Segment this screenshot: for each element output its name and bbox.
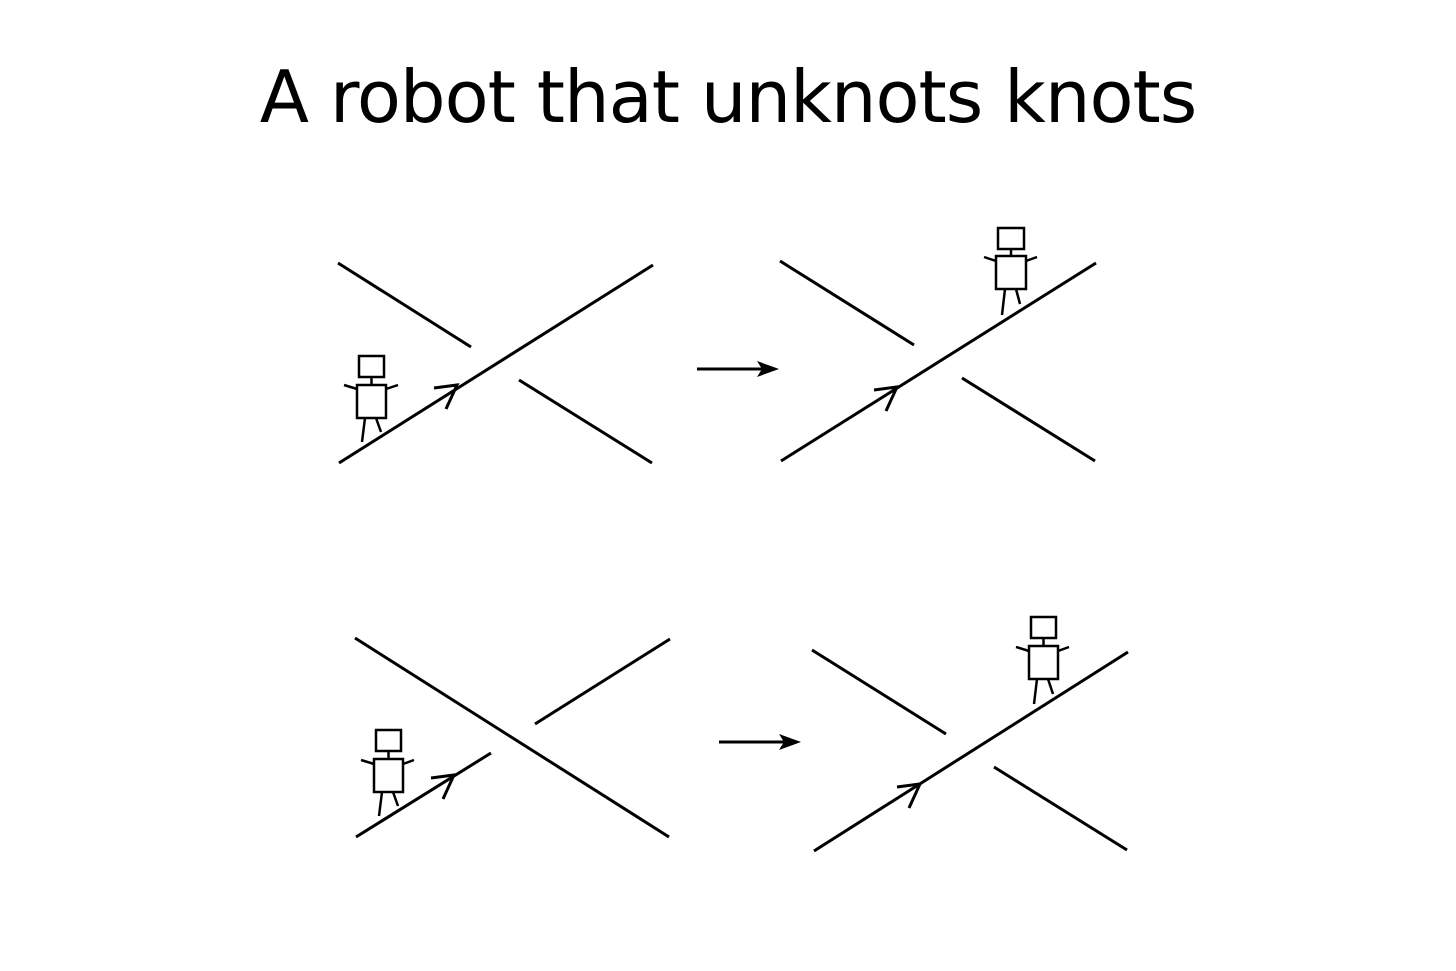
panel-bottom-before: [354, 636, 671, 839]
panel-bottom-after: [811, 615, 1129, 853]
over-strand: [338, 263, 654, 465]
panel-top-after: [779, 226, 1097, 463]
under-strand-lower: [993, 765, 1128, 852]
direction-arrow-icon: [873, 385, 900, 412]
over-strand: [813, 650, 1129, 853]
under-strand-upper: [811, 648, 947, 736]
robot-strand-lower: [355, 751, 492, 839]
over-strand: [780, 261, 1097, 463]
right-arrow-head: [757, 361, 779, 377]
under-strand-lower: [961, 376, 1096, 463]
right-arrow-head: [779, 734, 801, 750]
under-strand-upper: [337, 261, 472, 349]
direction-arrow-icon: [896, 782, 923, 809]
direction-arrow-icon: [433, 383, 460, 410]
robot-strand-upper: [534, 637, 671, 726]
robot-icon: [983, 226, 1038, 316]
robot-icon: [1015, 615, 1070, 705]
under-strand-upper: [779, 259, 915, 347]
under-strand-lower: [518, 378, 653, 465]
direction-arrow-icon: [430, 773, 457, 800]
over-strand: [354, 636, 670, 839]
robot-icon: [343, 354, 399, 443]
page-title: A robot that unknots knots: [259, 55, 1198, 139]
panel-top-before: [337, 261, 654, 465]
transition-arrow-bottom: [719, 734, 801, 750]
transition-arrow-top: [697, 361, 779, 377]
robot-icon: [360, 728, 415, 817]
